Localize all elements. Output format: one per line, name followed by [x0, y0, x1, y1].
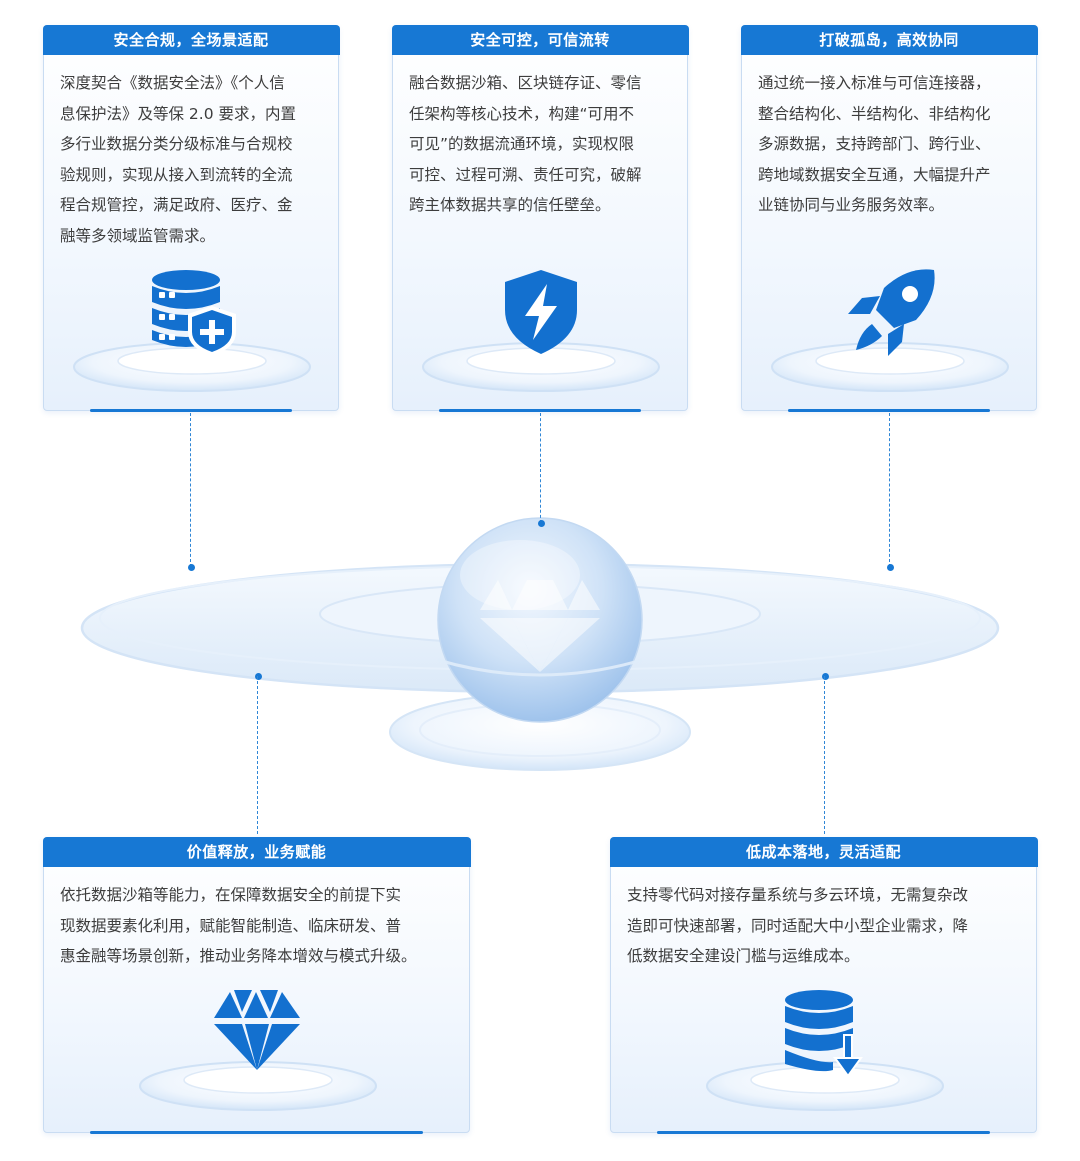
database-download-icon — [785, 990, 863, 1078]
icon-dais — [706, 1061, 944, 1111]
rocket-icon — [848, 269, 935, 356]
connector-dot-3 — [886, 563, 894, 571]
connector-dot-5 — [821, 672, 829, 680]
feature-card-collaboration: 打破孤岛，高效协同 通过统一接入标准与可信连接器， 整合结构化、半结构化、非结构… — [740, 24, 1038, 412]
connector-line-3 — [889, 413, 890, 567]
connector-dot-1 — [187, 563, 195, 571]
diamond-watermark-icon — [480, 580, 600, 672]
feature-card-value: 价值释放，业务赋能 依托数据沙箱等能力，在保障数据安全的前提下实 现数据要素化利… — [42, 836, 471, 1134]
database-shield-icon — [152, 270, 236, 356]
feature-card-compliance: 安全合规，全场景适配 深度契合《数据安全法》《个人信 息保护法》及等保 2.0 … — [42, 24, 340, 412]
diamond-icon — [214, 990, 300, 1070]
card-description: 通过统一接入标准与可信连接器， 整合结构化、半结构化、非结构化 多源数据，支持跨… — [758, 74, 991, 214]
connector-line-5 — [824, 676, 825, 834]
card-title: 价值释放，业务赋能 — [42, 836, 471, 867]
connector-line-2 — [540, 413, 541, 523]
icon-dais — [422, 342, 660, 392]
card-description: 依托数据沙箱等能力，在保障数据安全的前提下实 现数据要素化利用，赋能智能制造、临… — [60, 886, 417, 965]
card-title: 安全合规，全场景适配 — [42, 24, 340, 55]
card-title: 安全可控，可信流转 — [391, 24, 689, 55]
shield-lightning-icon — [505, 270, 577, 354]
connector-line-4 — [257, 676, 258, 834]
card-description: 支持零代码对接存量系统与多云环境，无需复杂改 造即可快速部署，同时适配大中小型企… — [627, 886, 969, 965]
connector-line-1 — [190, 413, 191, 567]
feature-card-security: 安全可控，可信流转 融合数据沙箱、区块链存证、零信 任架构等核心技术，构建“可用… — [391, 24, 689, 412]
connector-dot-2 — [537, 519, 545, 527]
card-description: 深度契合《数据安全法》《个人信 息保护法》及等保 2.0 要求，内置 多行业数据… — [60, 74, 297, 245]
connector-dot-4 — [254, 672, 262, 680]
card-description: 融合数据沙箱、区块链存证、零信 任架构等核心技术，构建“可用不 可见”的数据流通… — [409, 74, 642, 214]
icon-dais — [73, 342, 311, 392]
feature-card-low-cost: 低成本落地，灵活适配 支持零代码对接存量系统与多云环境，无需复杂改 造即可快速部… — [609, 836, 1038, 1134]
card-title: 低成本落地，灵活适配 — [609, 836, 1038, 867]
card-title: 打破孤岛，高效协同 — [740, 24, 1038, 55]
